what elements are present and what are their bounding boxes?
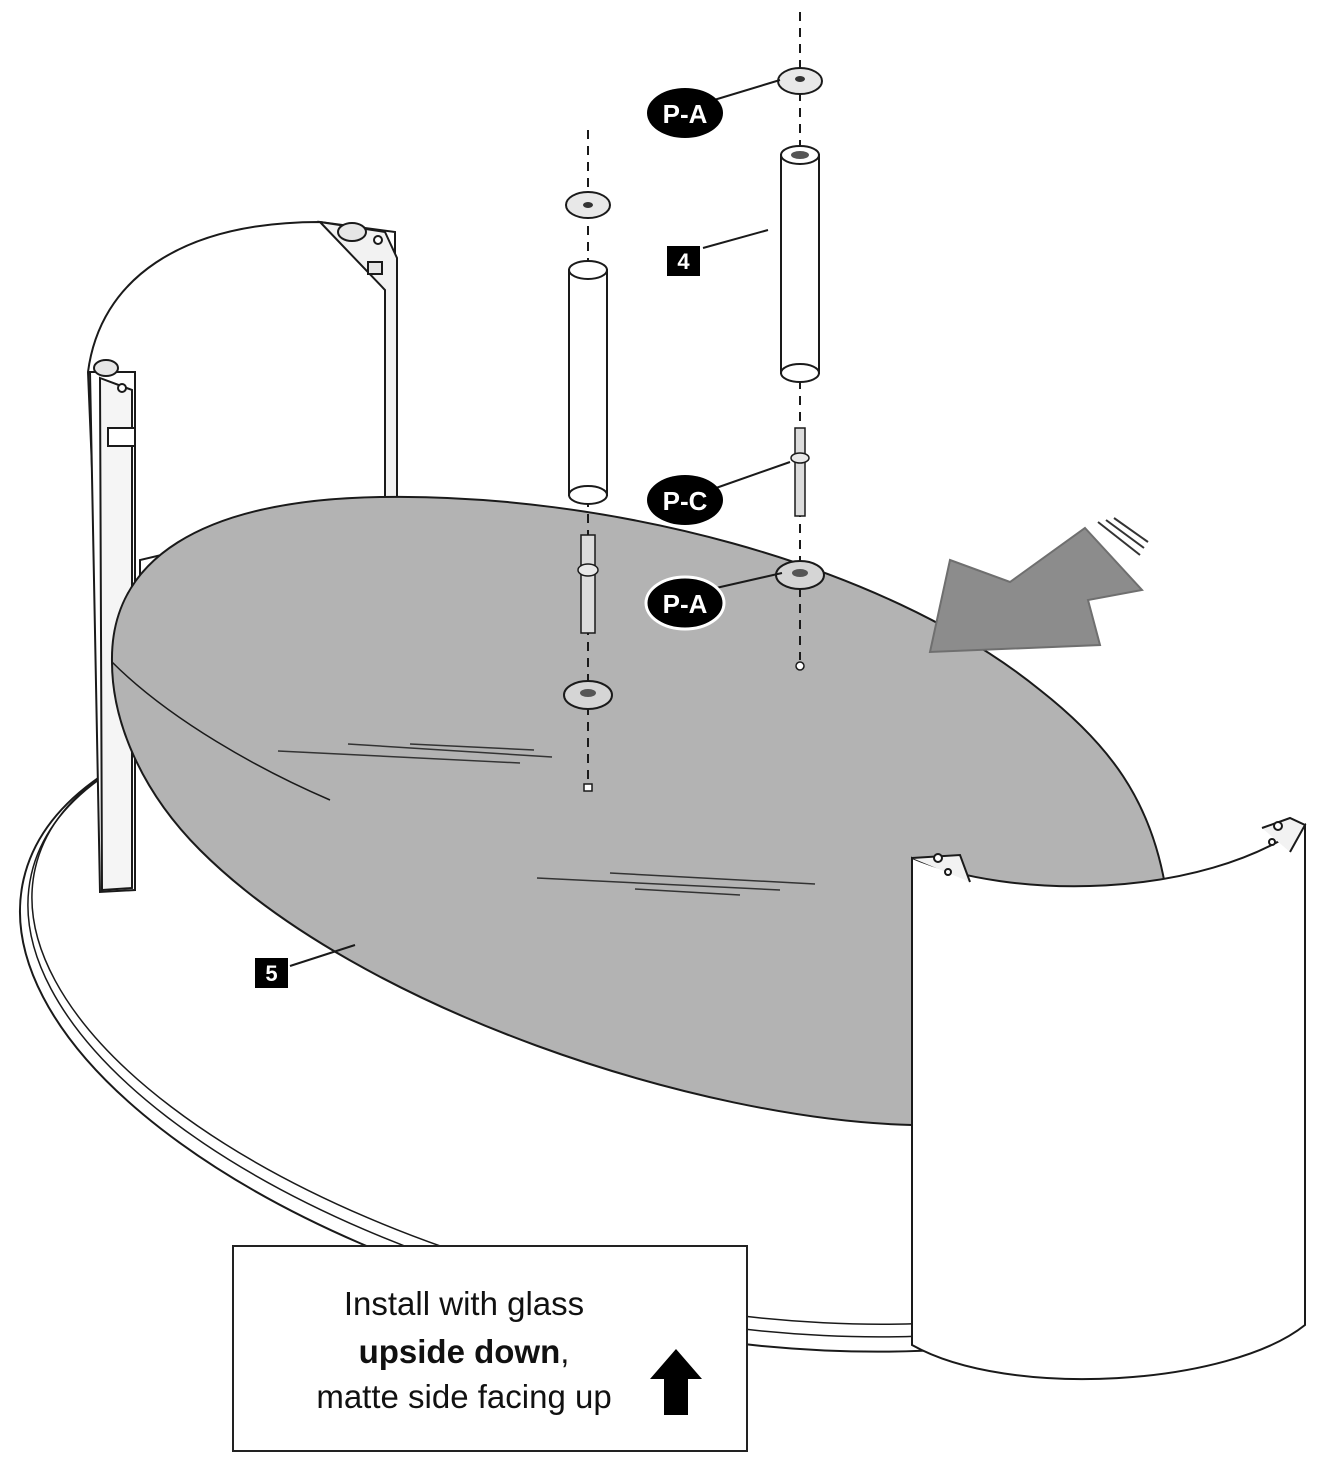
callout-pc-label: P-C [663, 486, 708, 516]
left-post-assembly [563, 130, 613, 792]
direction-arrow-icon [928, 517, 1149, 654]
glass-reflection-lines [277, 743, 816, 896]
callout-pa-mid: P-A [644, 575, 726, 631]
right-panel [911, 816, 1307, 1381]
callout-pa-top: P-A [647, 88, 723, 138]
glass-shelf [110, 495, 1167, 1127]
leader-lines [289, 79, 791, 967]
up-arrow-icon [650, 1349, 702, 1415]
callout-part-5-label: 5 [265, 961, 277, 986]
right-post-assembly [775, 12, 825, 671]
callout-part-4-label: 4 [677, 249, 690, 274]
note-bold-text: upside down [358, 1333, 561, 1370]
instruction-note: Install with glass upside down, matte si… [232, 1245, 748, 1452]
note-line-3: matte side facing up [316, 1378, 612, 1415]
callout-pc: P-C [647, 475, 723, 525]
callout-pa-mid-label: P-A [663, 589, 708, 619]
callout-part-4: 4 [667, 246, 700, 276]
note-line-2: upside down, [234, 1333, 694, 1371]
callout-pa-top-label: P-A [663, 99, 708, 129]
callout-part-5: 5 [255, 958, 288, 988]
note-comma: , [560, 1333, 570, 1370]
note-line-1: Install with glass [343, 1285, 585, 1322]
